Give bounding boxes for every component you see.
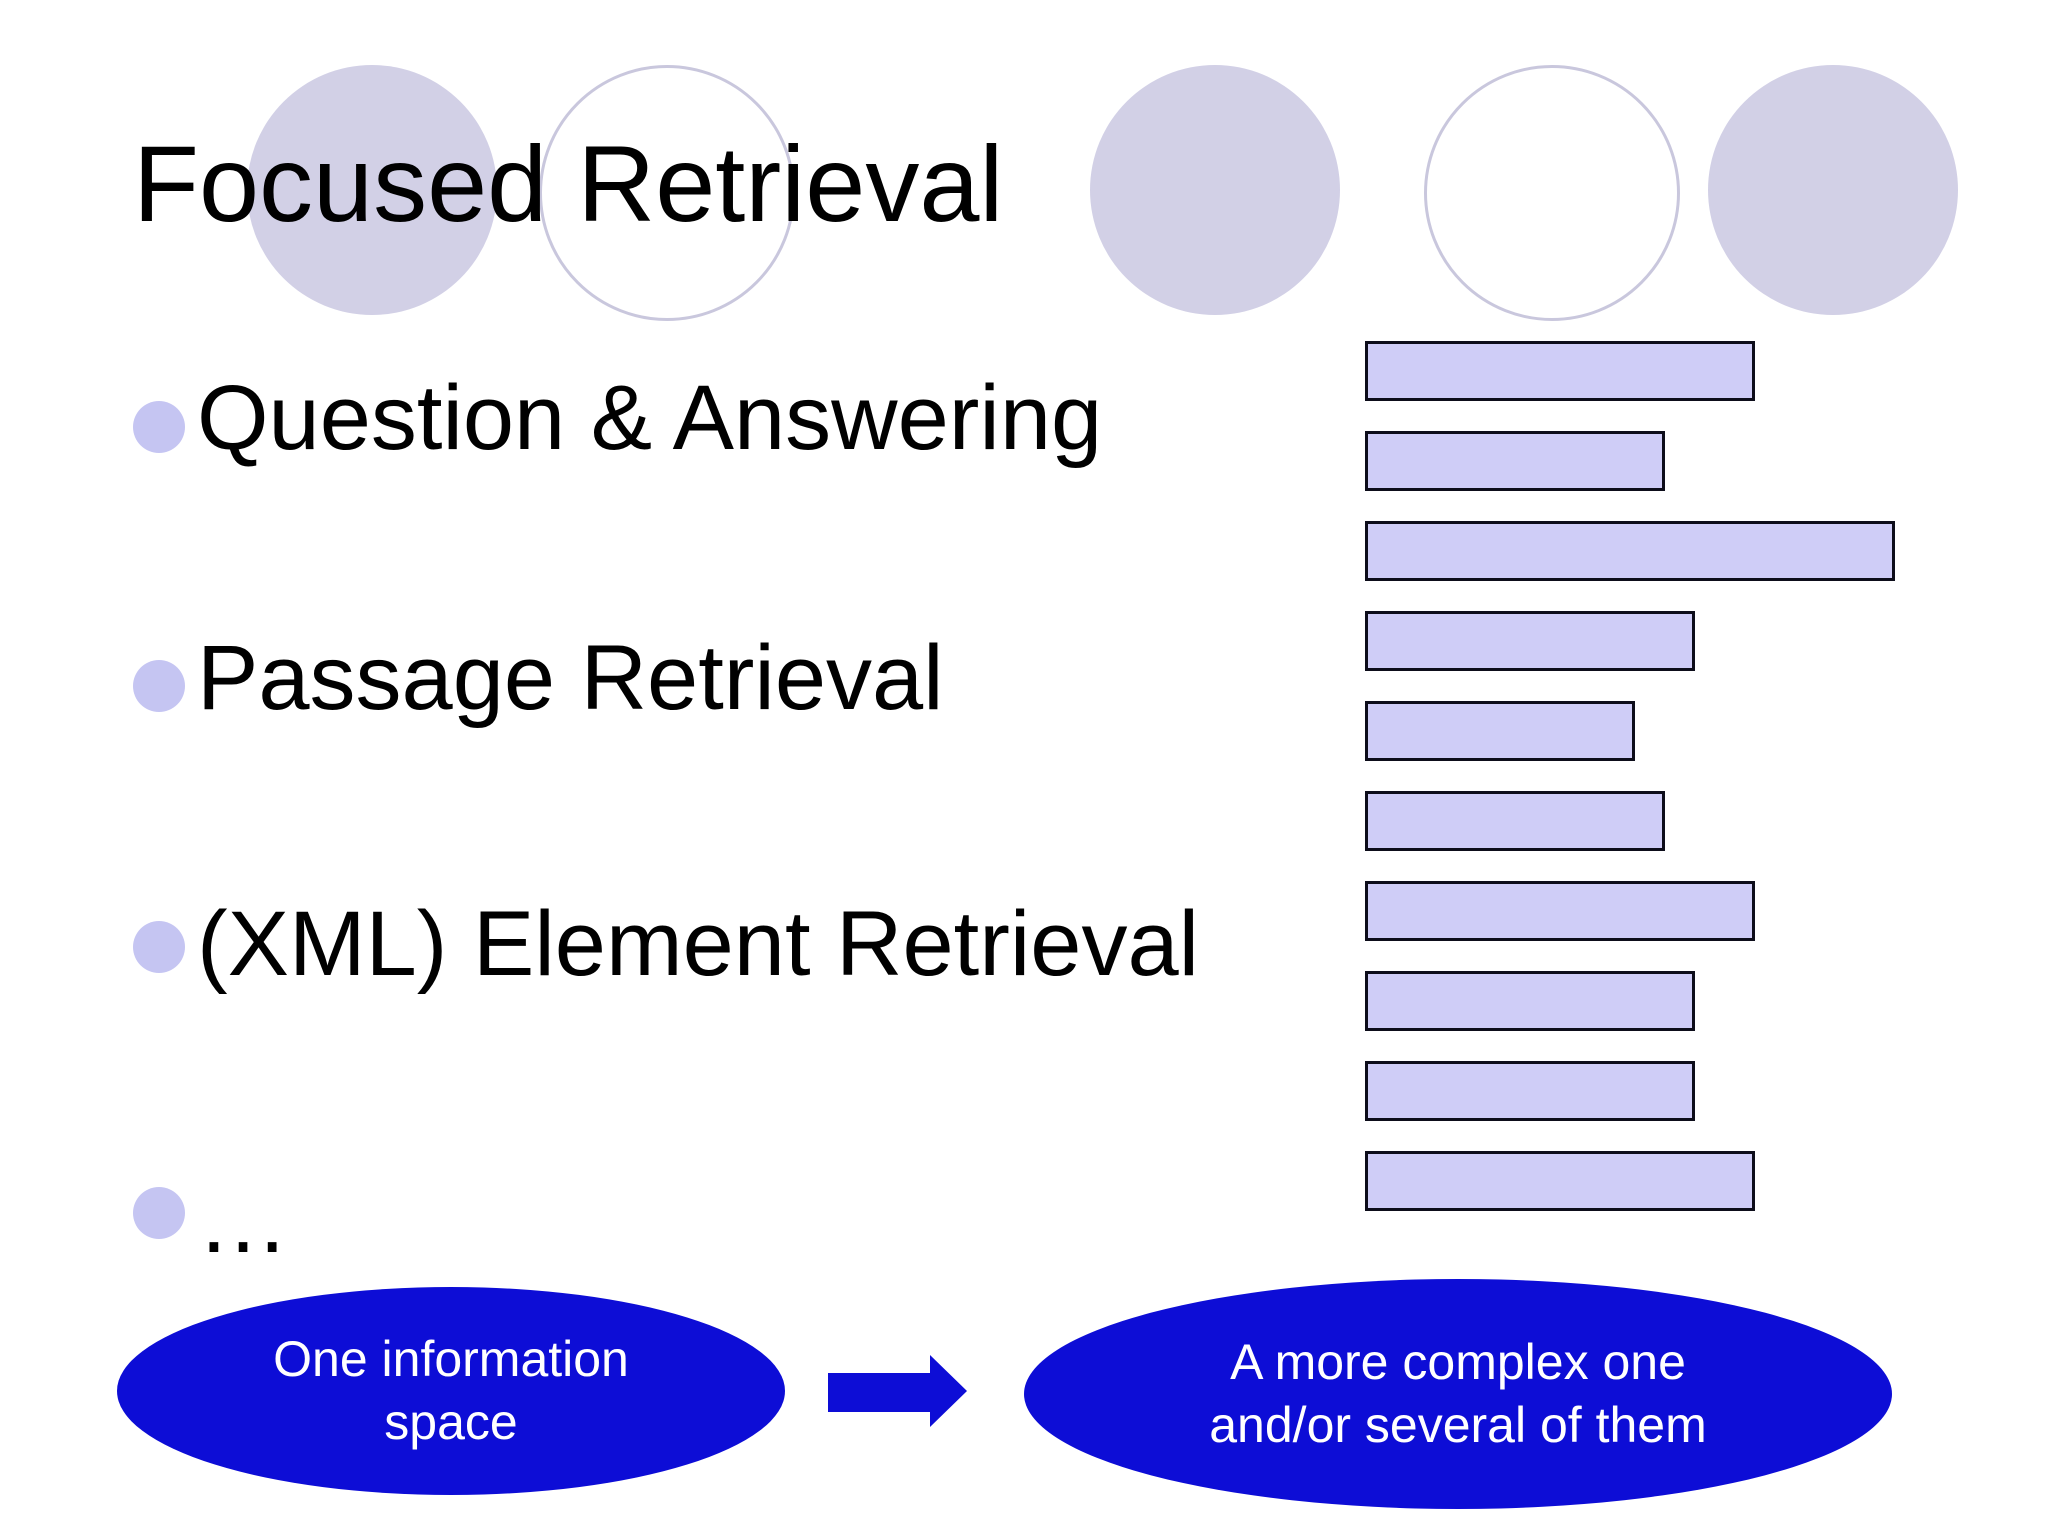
right-arrow-icon bbox=[828, 1355, 967, 1427]
passage-bar bbox=[1365, 881, 1755, 941]
bullet-marker-icon bbox=[133, 921, 185, 973]
passage-bar bbox=[1365, 971, 1695, 1031]
passage-bar bbox=[1365, 611, 1695, 671]
decor-circle-filled-2 bbox=[1090, 65, 1340, 315]
target-ellipse-label-line1: A more complex one bbox=[1230, 1334, 1686, 1390]
source-ellipse-label-line2: space bbox=[384, 1394, 518, 1450]
decor-circle-filled-1 bbox=[247, 65, 497, 315]
bullet-text-question-answering: Question & Answering bbox=[197, 367, 1103, 469]
passage-bar bbox=[1365, 431, 1665, 491]
passage-bar bbox=[1365, 341, 1755, 401]
passage-bar bbox=[1365, 701, 1635, 761]
source-ellipse-label-line1: One information bbox=[273, 1331, 629, 1387]
decor-circle-outline-1 bbox=[539, 65, 795, 321]
bullet-marker-icon bbox=[133, 401, 185, 453]
slide-title: Focused Retrieval bbox=[133, 123, 1004, 244]
bullet-text-passage-retrieval: Passage Retrieval bbox=[197, 627, 944, 729]
source-ellipse: One information space bbox=[117, 1287, 785, 1495]
bullet-text-ellipsis: … bbox=[197, 1170, 289, 1272]
bullet-marker-icon bbox=[133, 660, 185, 712]
bullet-text-xml-element-retrieval: (XML) Element Retrieval bbox=[197, 893, 1200, 995]
decor-circle-outline-2 bbox=[1424, 65, 1680, 321]
bullet-marker-icon bbox=[133, 1187, 185, 1239]
target-ellipse: A more complex one and/or several of the… bbox=[1024, 1279, 1892, 1509]
passage-bar bbox=[1365, 1151, 1755, 1211]
decor-circle-filled-3 bbox=[1708, 65, 1958, 315]
passage-bar bbox=[1365, 521, 1895, 581]
passage-bar bbox=[1365, 1061, 1695, 1121]
passage-bar bbox=[1365, 791, 1665, 851]
target-ellipse-label-line2: and/or several of them bbox=[1209, 1397, 1707, 1453]
